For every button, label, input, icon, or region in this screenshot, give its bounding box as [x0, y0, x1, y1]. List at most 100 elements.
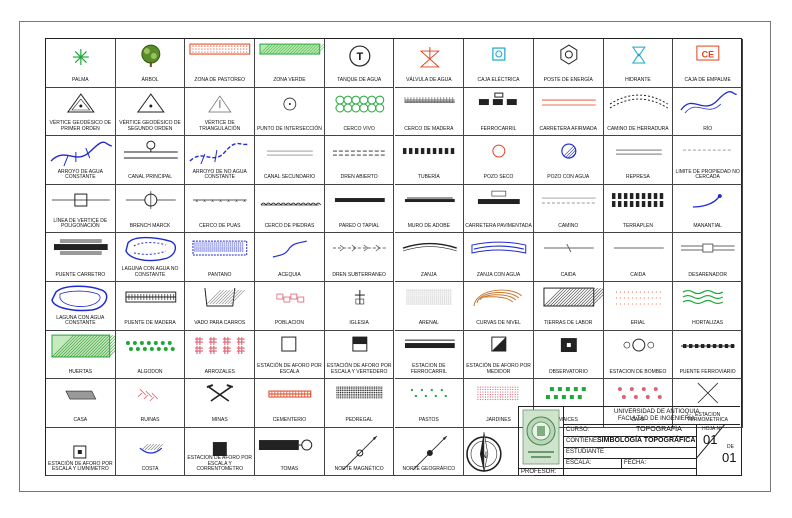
symbol-label: OBSERVATORIO — [548, 368, 588, 375]
svg-text:x: x — [204, 199, 207, 204]
symbol-glyph-icon — [73, 445, 87, 459]
symbol-cell: PANTANO — [185, 233, 256, 282]
symbol-cell: DESARENADOR — [673, 233, 743, 282]
north-compass: N — [464, 428, 534, 477]
symbol-cell: CAFE — [603, 379, 674, 428]
symbol-cell: MAICES — [533, 379, 604, 428]
symbol-cell: ARROZALES — [185, 330, 256, 380]
symbol-label: CANAL SECUNDARIO — [263, 174, 316, 181]
university-name: UNIVERSIDAD DE ANTIOQUIA — [614, 409, 700, 415]
symbol-cell: ERIAL — [603, 282, 674, 331]
symbol-cell: HUERTAS — [46, 330, 116, 380]
symbol-cell: HIDRANTE — [603, 39, 674, 88]
symbol-glyph-icon — [681, 343, 736, 348]
symbol-cell: CAMINO DE HERRADURA — [603, 87, 674, 137]
symbol-label: ESTACIÓN DE AFORO POR ESCALA — [257, 363, 322, 375]
symbol-cell: PUNTO DE INTERSECCIÓN — [255, 87, 325, 137]
symbol-glyph-icon — [137, 388, 158, 402]
symbol-glyph-icon — [352, 336, 368, 352]
symbol-label: ZONA DE PASTOREO — [194, 77, 246, 84]
symbol-label: POZO CON AGUA — [547, 174, 590, 181]
symbol-cell: ÁRBOL — [115, 39, 186, 88]
symbol-label: HIDRANTE — [625, 77, 651, 84]
svg-text:x: x — [212, 199, 215, 204]
symbol-glyph-icon — [125, 190, 176, 209]
symbol-label: ESTACIÓN DE AFORO POR ESCALA Y VERTEDERO — [326, 363, 392, 375]
faculty-name: FACULTAD DE INGENIERÍA — [618, 416, 695, 422]
hoja-number: 01 — [703, 432, 718, 447]
symbol-glyph-icon — [189, 43, 251, 55]
symbol-cell: MINAS — [185, 379, 256, 428]
symbol-cell: CAIDA — [603, 233, 674, 282]
symbol-glyph-icon — [492, 144, 506, 158]
symbol-label: CANAL PRINCIPAL — [128, 174, 172, 181]
symbol-cell: ARROYO DE NO AGUA CONSTANTE — [185, 136, 256, 185]
symbol-label: CAMINO DE HERRADURA — [607, 125, 669, 132]
symbol-label: HUERTAS — [68, 368, 93, 375]
symbol-label: NORTE MAGNÉTICO — [334, 465, 384, 472]
symbol-cell: TERRAPLEN — [603, 184, 674, 234]
symbol-label: DREN ABIERTO — [340, 174, 378, 181]
symbol-label: ESTACION DE FERROCARRIL — [410, 363, 447, 375]
symbol-glyph-icon — [354, 290, 365, 305]
symbol-label: MANANTIAL — [693, 222, 722, 229]
symbol-label: ESTACION DE AFORO POR ESCALA Y CORRENTOM… — [187, 455, 253, 472]
svg-text:x: x — [244, 199, 247, 204]
symbol-glyph-icon — [342, 435, 377, 470]
symbol-label: VÉRTICE DE TRIANGULACIÓN — [199, 120, 241, 132]
symbol-cell: ESTACION DE FERROCARRIL — [394, 330, 465, 380]
symbol-label: MINAS — [211, 417, 228, 424]
symbol-label: TIERRAS DE LABOR — [544, 320, 593, 327]
symbol-glyph-icon — [491, 336, 507, 352]
symbol-cell: VÉRTICE GEODÉSICO DE PRIMER ORDEN — [46, 87, 116, 137]
symbol-label: ESTACION TERMOMETRICA — [687, 411, 728, 424]
symbol-label: ESTACIÓN DE AFORO POR ESCALA Y LIMNIMETR… — [48, 460, 113, 472]
symbol-glyph-icon — [615, 149, 662, 155]
symbol-label: FERROCARRIL — [480, 125, 517, 132]
symbol-label: ARENAL — [418, 320, 439, 327]
symbol-label: PUENTE FERROVIARIO — [679, 368, 736, 375]
symbol-cell: ESTACION DE AFORO POR ESCALA Y CORRENTOM… — [185, 427, 256, 477]
symbol-cell: ZANJA — [394, 233, 465, 282]
symbol-label: ARROYO DE AGUA CONSTANTE — [57, 168, 103, 181]
symbol-glyph-icon — [276, 293, 305, 303]
symbol-cell: CERCO DE MADERA — [394, 87, 465, 137]
symbol-label: CASA — [73, 417, 88, 424]
symbol-glyph-icon — [560, 44, 578, 65]
symbol-label: VÉRTICE GEODÉSICO DE SEGUNDO ORDEN — [119, 120, 181, 132]
symbol-label: CAIDA — [630, 271, 646, 278]
symbol-label: TOMAS — [280, 465, 299, 472]
symbol-label: PUNTO DE INTERSECCIÓN — [256, 125, 322, 132]
svg-text:x: x — [236, 199, 239, 204]
symbol-glyph-icon — [260, 202, 322, 206]
symbol-cell: CAIDA — [533, 233, 604, 282]
symbol-label: HORTALIZAS — [692, 320, 724, 327]
symbol-cell: ZONA VERDE — [255, 39, 325, 88]
symbol-glyph-icon — [680, 90, 738, 113]
symbol-cell: VÁLVULA DE AGUA — [394, 39, 465, 88]
university-seal-icon — [522, 409, 560, 465]
symbol-glyph-icon — [332, 150, 387, 156]
symbol-cell: NORTE GEOGRÁFICO — [394, 427, 465, 477]
symbol-glyph-icon — [336, 386, 383, 399]
symbol-label: IGLESIA — [349, 320, 369, 327]
symbol-label: TANQUE DE AGUA — [337, 77, 382, 84]
symbol-label: ZANJA — [420, 271, 437, 278]
symbol-cell: MURO DE ADOBE — [394, 184, 465, 234]
symbol-label: ERIAL — [630, 320, 646, 327]
symbol-cell: POZO CON AGUA — [533, 136, 604, 185]
symbol-glyph-icon — [405, 289, 451, 305]
symbol-label: VÉRTICE GEODÉSICO DE PRIMER ORDEN — [49, 120, 112, 132]
symbol-label: CERCO DE PUAS — [199, 222, 241, 229]
symbol-cell: PEDREGAL — [324, 379, 395, 428]
symbol-cell: MANANTIAL — [673, 184, 743, 234]
compass-letter: N — [481, 450, 487, 460]
symbol-label: CAMINO — [558, 222, 579, 229]
symbol-cell: CERCO VIVO — [324, 87, 395, 137]
symbol-glyph-icon — [267, 150, 313, 156]
symbol-glyph-icon — [51, 285, 108, 312]
symbol-label: MAICES — [558, 417, 578, 424]
symbol-glyph-icon — [419, 47, 440, 68]
